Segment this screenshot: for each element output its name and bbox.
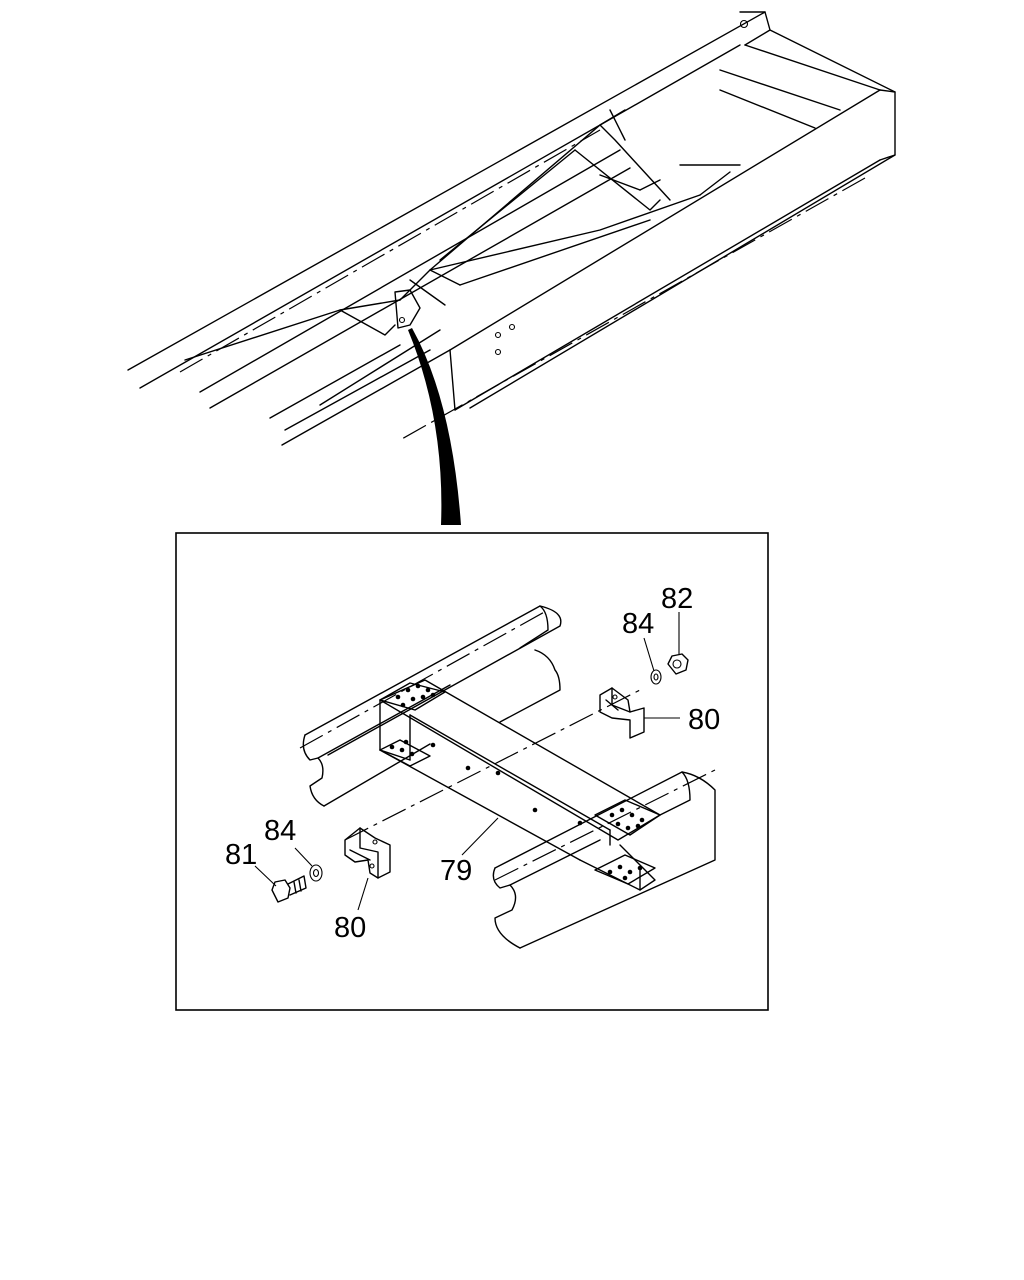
callout-84-lower: 84 (264, 815, 296, 847)
part-84-washer-lower (309, 864, 323, 882)
callout-79: 79 (440, 855, 472, 887)
part-80-bracket-lower (344, 827, 391, 879)
part-82-nut (667, 653, 689, 675)
crossmember-detail (299, 605, 716, 949)
part-80-bracket-upper (599, 687, 645, 739)
part-84-washer-upper (650, 669, 662, 685)
plate-holes (389, 683, 645, 881)
callout-80-upper: 80 (688, 704, 720, 736)
callout-82: 82 (661, 583, 693, 615)
part-81-bolt (271, 875, 307, 903)
leader-lines (254, 612, 680, 911)
callout-80-lower: 80 (334, 912, 366, 944)
detail-frame (175, 532, 769, 1011)
callout-81: 81 (225, 839, 257, 871)
callout-84-upper: 84 (622, 608, 654, 640)
chassis-frame-overview (127, 11, 896, 525)
